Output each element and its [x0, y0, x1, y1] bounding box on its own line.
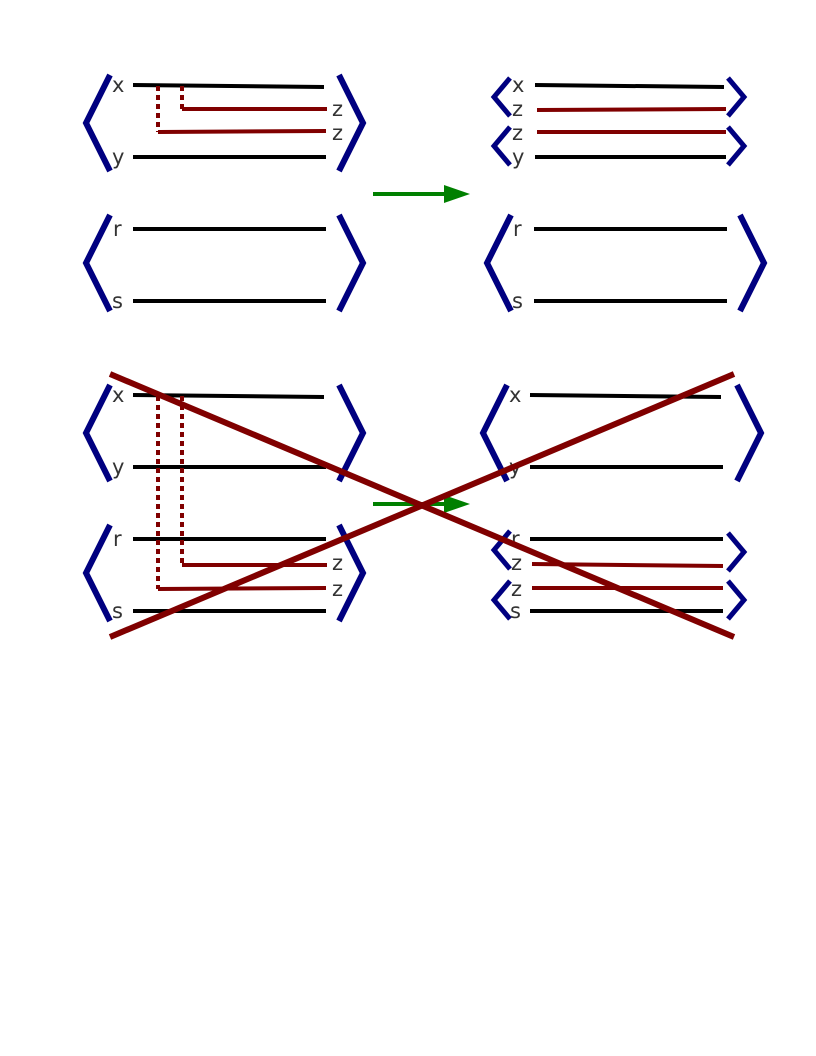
label-x: x: [509, 383, 521, 407]
right-bracket: [726, 531, 748, 573]
label-z: z: [512, 97, 523, 121]
label-z: z: [332, 97, 343, 121]
left-bracket: [490, 76, 512, 118]
left-bracket: [483, 213, 514, 313]
left-bracket: [490, 125, 512, 167]
label-y: y: [512, 145, 524, 169]
label-z: z: [332, 121, 343, 145]
label-y: y: [112, 145, 124, 169]
label-s: s: [510, 599, 521, 623]
right-bracket: [737, 213, 768, 313]
right-bracket: [726, 76, 748, 118]
arrow-head: [444, 185, 470, 203]
label-r: r: [511, 527, 520, 551]
line-z: [157, 129, 327, 134]
line-x: [534, 83, 725, 89]
label-z: z: [332, 551, 343, 575]
arrow-head: [444, 495, 470, 513]
right-bracket: [336, 383, 367, 483]
line-x: [132, 83, 325, 89]
bottom-right-state: x y r z z s: [479, 383, 765, 623]
right-bracket: [734, 383, 765, 483]
right-bracket: [336, 73, 367, 173]
transition-arrow: [373, 495, 470, 513]
label-x: x: [112, 383, 124, 407]
label-x: x: [512, 73, 524, 97]
label-s: s: [512, 289, 523, 313]
left-bracket: [82, 73, 113, 173]
label-r: r: [513, 217, 522, 241]
right-bracket: [726, 579, 748, 621]
left-bracket: [82, 213, 113, 313]
line-z: [536, 107, 727, 112]
top-left-state: x y z z r s: [82, 73, 367, 313]
label-s: s: [112, 289, 123, 313]
left-bracket: [82, 383, 113, 483]
label-z: z: [332, 577, 343, 601]
left-bracket: [479, 383, 510, 483]
label-x: x: [112, 73, 124, 97]
label-s: s: [112, 599, 123, 623]
label-z: z: [511, 551, 522, 575]
transition-arrow: [373, 185, 470, 203]
label-z: z: [511, 577, 522, 601]
label-r: r: [113, 217, 122, 241]
right-bracket: [336, 213, 367, 313]
invalid-cross: [108, 371, 736, 640]
line-z: [157, 586, 327, 591]
left-bracket: [82, 523, 113, 623]
right-bracket: [336, 523, 367, 623]
label-z: z: [512, 121, 523, 145]
right-bracket: [726, 125, 748, 167]
label-y: y: [112, 455, 124, 479]
line-x: [529, 393, 722, 399]
left-bracket: [490, 579, 512, 621]
top-right-state: x z z y r s: [483, 73, 768, 313]
cross-stroke-2: [108, 371, 736, 640]
label-r: r: [113, 527, 122, 551]
